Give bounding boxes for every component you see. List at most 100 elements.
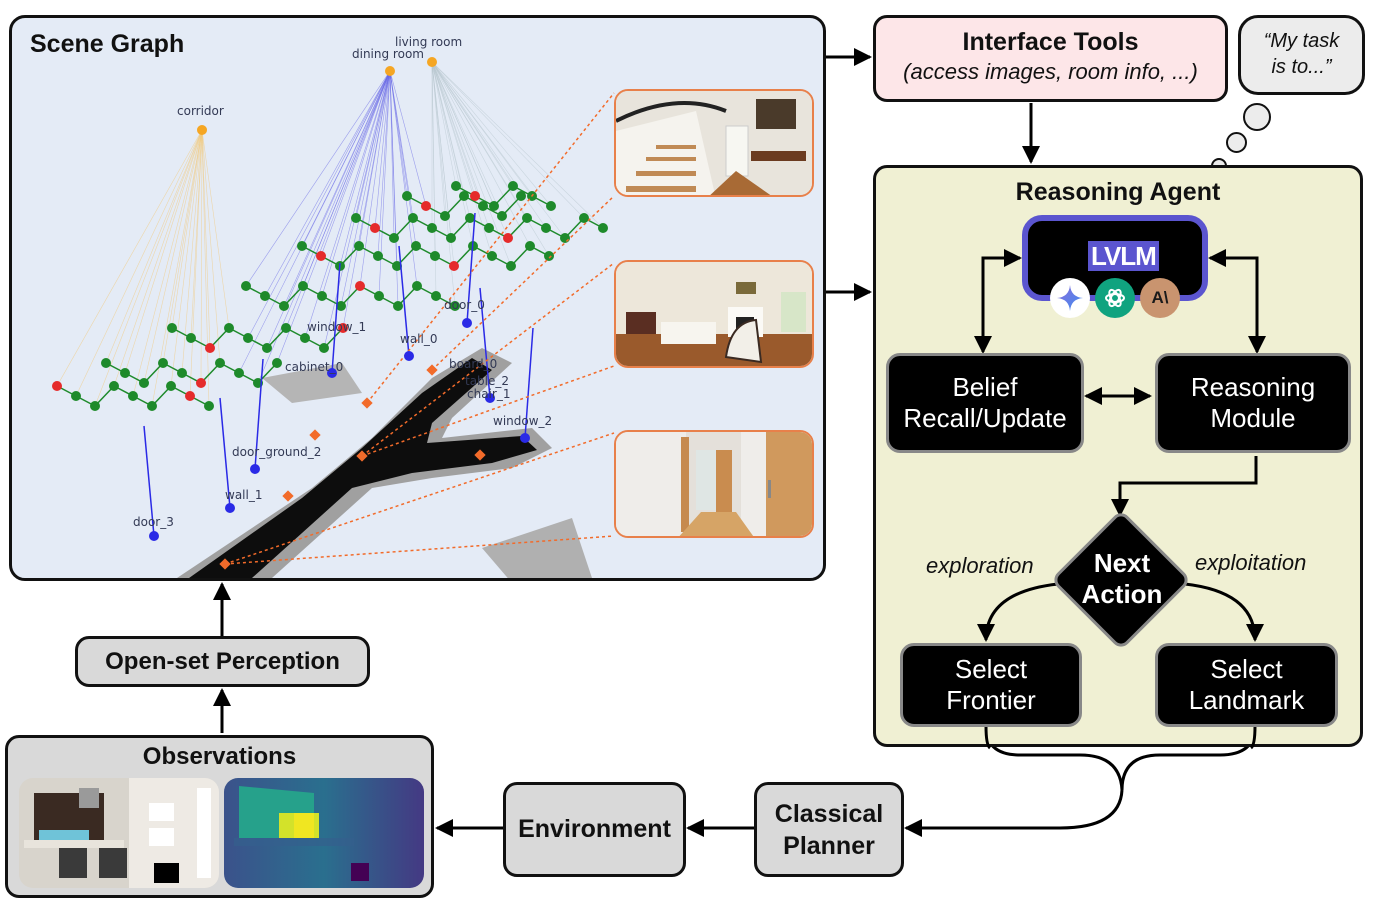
frontier-node bbox=[205, 343, 215, 353]
place-node bbox=[128, 391, 138, 401]
place-node bbox=[374, 291, 384, 301]
trajectory-waypoint bbox=[309, 429, 321, 441]
place-node bbox=[440, 211, 450, 221]
object-node bbox=[485, 393, 495, 403]
open-set-perception-label: Open-set Perception bbox=[105, 647, 340, 675]
place-node bbox=[598, 223, 608, 233]
place-node bbox=[234, 368, 244, 378]
place-node bbox=[431, 291, 441, 301]
object-label: door_0 bbox=[444, 298, 485, 312]
object-label: board_0 bbox=[449, 357, 497, 371]
place-node bbox=[478, 201, 488, 211]
object-node bbox=[250, 464, 260, 474]
object-label: table_2 bbox=[465, 374, 509, 388]
room-label: living room bbox=[395, 35, 462, 49]
object-node bbox=[149, 531, 159, 541]
place-node bbox=[300, 333, 310, 343]
classical-planner-line-2: Planner bbox=[783, 831, 875, 860]
place-node bbox=[186, 333, 196, 343]
select-frontier-line-2: Frontier bbox=[946, 685, 1036, 715]
place-node bbox=[484, 223, 494, 233]
depth-observation-image bbox=[224, 778, 424, 888]
thought-bubble: “My task is to...” bbox=[1238, 15, 1365, 95]
place-node bbox=[224, 323, 234, 333]
reasoning-agent-title: Reasoning Agent bbox=[1015, 178, 1221, 206]
place-graph bbox=[52, 181, 608, 411]
object-label: chair_1 bbox=[467, 387, 510, 401]
place-node bbox=[489, 201, 499, 211]
object-label: window_2 bbox=[493, 414, 552, 428]
thought-bubble-dot-medium bbox=[1226, 132, 1247, 153]
place-node bbox=[215, 358, 225, 368]
select-frontier-line-1: Select bbox=[954, 654, 1028, 684]
object-node bbox=[327, 368, 337, 378]
place-node bbox=[544, 251, 554, 261]
place-node bbox=[101, 358, 111, 368]
frontier-node bbox=[52, 381, 62, 391]
anthropic-icon: A\ bbox=[1140, 278, 1180, 318]
environment-box: Environment bbox=[503, 782, 686, 877]
object-label: door_3 bbox=[133, 515, 174, 529]
select-landmark-line-2: Landmark bbox=[1188, 685, 1305, 715]
observations-box: Observations bbox=[5, 735, 434, 898]
place-node bbox=[393, 301, 403, 311]
place-node bbox=[167, 323, 177, 333]
place-node bbox=[354, 241, 364, 251]
object-node bbox=[462, 318, 472, 328]
place-node bbox=[427, 223, 437, 233]
exploration-label: exploration bbox=[926, 553, 1034, 578]
place-node bbox=[297, 241, 307, 251]
frontier-node bbox=[370, 223, 380, 233]
object-label: wall_0 bbox=[400, 332, 437, 346]
room-label: dining room bbox=[352, 47, 424, 61]
photo-corridor bbox=[614, 430, 814, 538]
scene-graph-title: Scene Graph bbox=[30, 30, 185, 58]
next-action-line-1: Next bbox=[1093, 548, 1151, 578]
place-node bbox=[260, 291, 270, 301]
exploitation-label: exploitation bbox=[1195, 550, 1307, 575]
interface-tools-box: Interface Tools (access images, room inf… bbox=[873, 15, 1228, 102]
next-action-label: Next Action bbox=[1070, 548, 1174, 610]
place-node bbox=[408, 213, 418, 223]
object-label: door_ground_2 bbox=[232, 445, 321, 459]
place-node bbox=[487, 251, 497, 261]
object-label: window_1 bbox=[307, 320, 366, 334]
openai-icon bbox=[1095, 278, 1135, 318]
place-node bbox=[120, 368, 130, 378]
place-node bbox=[177, 368, 187, 378]
room-node bbox=[197, 125, 207, 135]
place-node bbox=[541, 223, 551, 233]
object-node bbox=[404, 351, 414, 361]
place-node bbox=[204, 401, 214, 411]
trajectory-waypoint bbox=[426, 364, 438, 376]
object-node bbox=[225, 503, 235, 513]
place-node bbox=[281, 323, 291, 333]
environment-label: Environment bbox=[518, 815, 671, 843]
select-landmark-line-1: Select bbox=[1210, 654, 1283, 684]
open-set-perception-box: Open-set Perception bbox=[75, 636, 370, 687]
frontier-node bbox=[185, 391, 195, 401]
place-node bbox=[516, 191, 526, 201]
place-node bbox=[373, 251, 383, 261]
place-node bbox=[389, 233, 399, 243]
lvlm-label: LVLM bbox=[1088, 241, 1159, 271]
room-node bbox=[427, 57, 437, 67]
place-node bbox=[459, 191, 469, 201]
place-node bbox=[506, 261, 516, 271]
next-action-line-2: Action bbox=[1081, 579, 1163, 609]
place-node bbox=[158, 358, 168, 368]
belief-line-2: Recall/Update bbox=[903, 403, 1067, 433]
place-node bbox=[90, 401, 100, 411]
place-node bbox=[298, 281, 308, 291]
object-label: cabinet_0 bbox=[285, 360, 343, 374]
gemini-icon bbox=[1050, 278, 1090, 318]
rgb-observation-image bbox=[19, 778, 219, 888]
trajectory-waypoint bbox=[282, 490, 294, 502]
place-node bbox=[243, 333, 253, 343]
place-node bbox=[147, 401, 157, 411]
place-node bbox=[450, 301, 460, 311]
